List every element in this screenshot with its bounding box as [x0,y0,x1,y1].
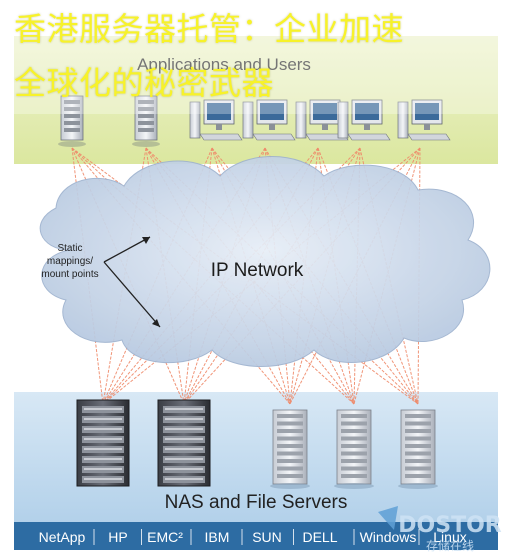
title-line-1: 香港服务器托管：企业加速 [14,10,405,48]
client-workstation-icon [242,99,296,141]
annotation-line-3: mount points [41,269,98,280]
watermark-subtext: 存储在线 [426,538,474,553]
watermark-text: DOSTOR [398,513,502,538]
clients-label: Applications and Users [137,55,311,74]
vendor-name: EMC² [147,529,183,545]
annotation-line-1: Static [57,243,82,254]
client-workstation-icon [337,99,391,141]
vendor-name: HP [108,529,127,545]
rack-server-large-icon [157,399,211,487]
rack-server-large-icon [76,399,130,487]
vendor-name: Windows [360,529,417,545]
dostor-watermark-logo: DOSTOR 存储在线 [378,506,502,553]
client-workstation-icon [189,99,243,141]
vendor-name: NetApp [39,529,86,545]
vendor-name: DELL [302,529,337,545]
arrow-head-down-icon [152,319,160,327]
client-tower-icon [58,95,86,147]
client-workstation-icon [295,99,349,141]
annotation-arrow-up [103,236,151,263]
watermark-arrow-icon [378,506,398,530]
server-devices [76,399,438,489]
vendor-name: IBM [205,529,230,545]
vendor-bar [14,522,498,550]
vendor-name: Linux [433,529,466,545]
cloud-label: IP Network [211,260,304,281]
client-devices [58,95,451,147]
client-tower-icon [132,95,160,147]
servers-label: NAS and File Servers [165,492,348,513]
title-banner: 香港服务器托管：企业加速 全球化的秘密武器 [0,0,525,114]
vendor-list: NetApp HP EMC² IBM SUN DELL Windows Linux [39,529,467,545]
title-line-2: 全球化的秘密武器 [14,64,275,102]
rack-server-small-icon [270,409,310,489]
annotation-arrow-down [103,261,161,328]
ip-network-cloud [39,156,491,367]
client-workstation-icon [397,99,451,141]
arrow-head-up-icon [142,237,150,244]
connection-line [183,147,421,405]
annotation-line-2: mappings/ [47,256,93,267]
rack-server-small-icon [398,409,438,489]
rack-server-small-icon [334,409,374,489]
mount-points-annotation: Static mappings/ mount points [41,236,161,328]
vendor-name: SUN [252,529,282,545]
